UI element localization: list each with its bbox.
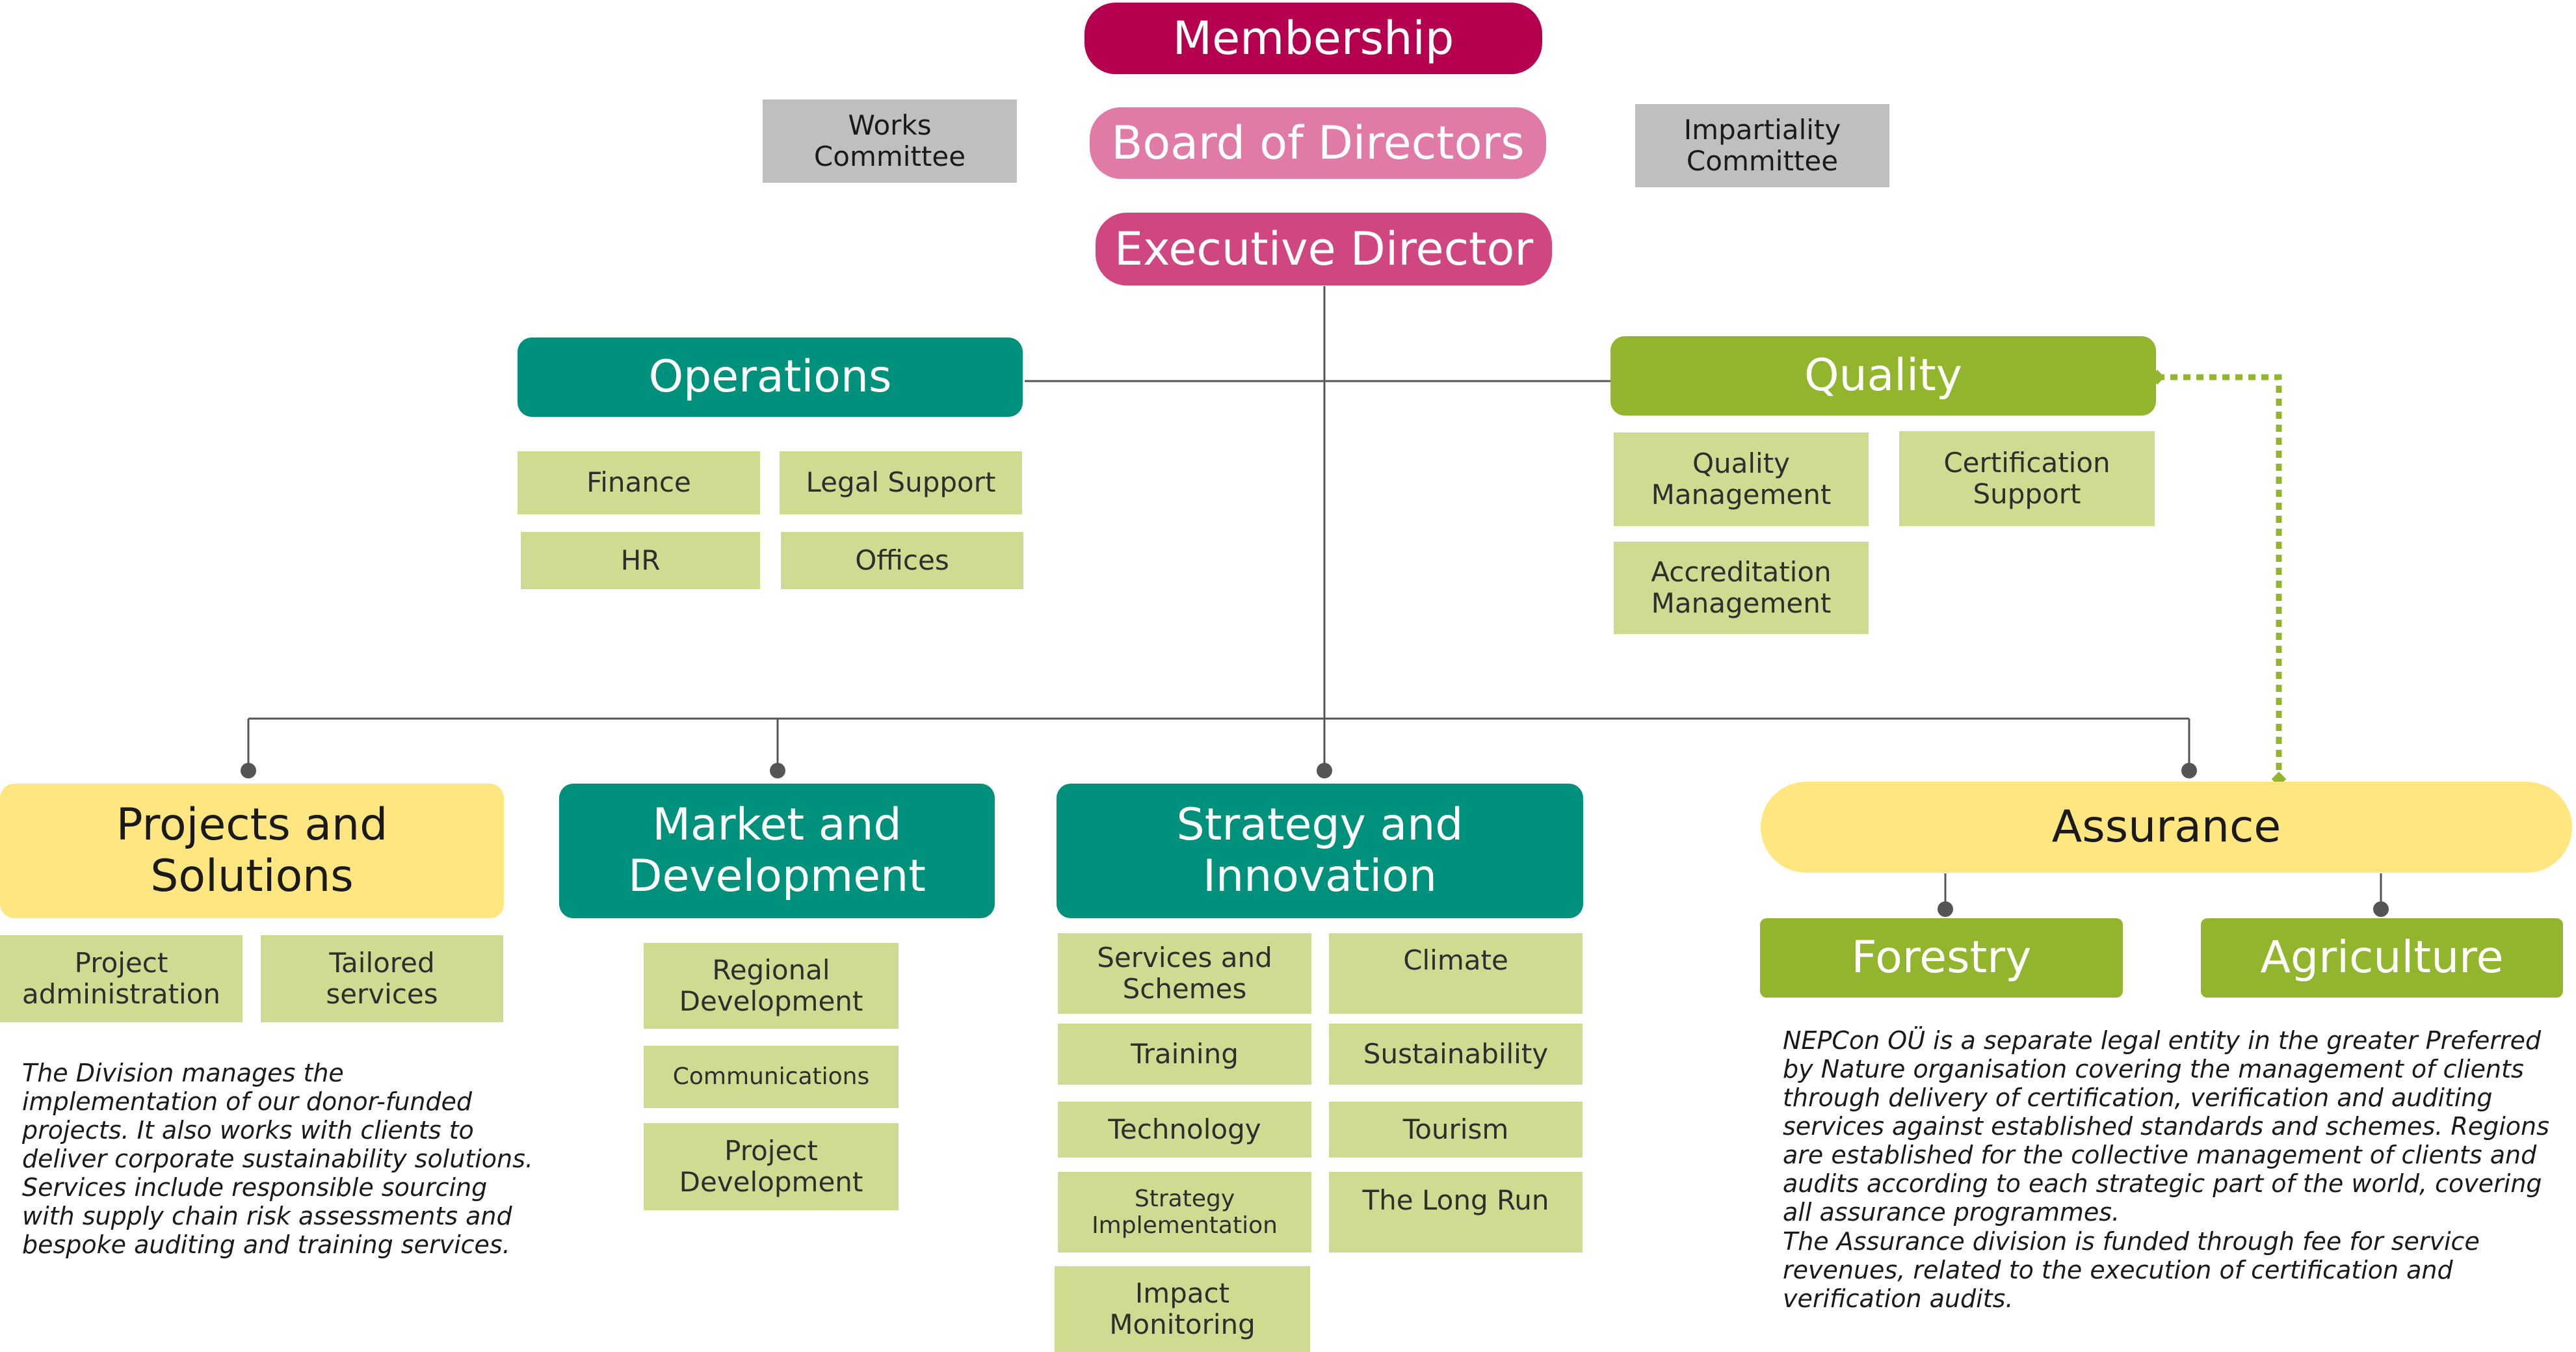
strategy-innovation-header: Strategy and Innovation bbox=[1057, 784, 1583, 918]
assurance-note: NEPCon OÜ is a separate legal entity in … bbox=[1783, 1026, 2569, 1313]
operations-item-hr: HR bbox=[521, 532, 760, 589]
quality-header: Quality bbox=[1610, 336, 2156, 416]
strategy-item-training: Training bbox=[1058, 1024, 1311, 1085]
operations-item-offices: Offices bbox=[781, 532, 1023, 589]
projects-item-project-administration: Project administration bbox=[0, 935, 243, 1022]
quality-item-quality-management: Quality Management bbox=[1614, 432, 1869, 526]
projects-division-note: The Division manages the implementation … bbox=[22, 1059, 536, 1260]
market-development-header: Market and Development bbox=[559, 784, 995, 918]
strategy-item-technology: Technology bbox=[1058, 1102, 1311, 1158]
works-committee-box: Works Committee bbox=[763, 99, 1017, 183]
executive-director-box: Executive Director bbox=[1096, 213, 1552, 285]
strategy-item-strategy-implementation: Strategy Implementation bbox=[1058, 1172, 1311, 1253]
impartiality-committee-box: Impartiality Committee bbox=[1635, 104, 1889, 187]
quality-item-accreditation-management: Accreditation Management bbox=[1614, 542, 1869, 634]
strategy-item-climate: Climate bbox=[1329, 933, 1583, 1014]
quality-item-certification-support: Certification Support bbox=[1899, 431, 2155, 526]
agriculture-box: Agriculture bbox=[2201, 918, 2563, 998]
assurance-note-text: is a separate legal entity in the greate… bbox=[1783, 1026, 2549, 1227]
projects-item-tailored-services: Tailored services bbox=[261, 935, 503, 1022]
membership-box: Membership bbox=[1084, 3, 1542, 74]
board-of-directors-box: Board of Directors bbox=[1090, 107, 1546, 179]
market-item-project-development: Project Development bbox=[644, 1123, 899, 1210]
projects-note-lead: The Division bbox=[22, 1059, 174, 1087]
assurance-note-text-2: The Assurance division is funded through… bbox=[1783, 1226, 2480, 1313]
operations-item-legal-support: Legal Support bbox=[780, 451, 1022, 514]
forestry-box: Forestry bbox=[1760, 918, 2123, 998]
strategy-item-services-and-schemes: Services and Schemes bbox=[1058, 933, 1311, 1014]
market-item-communications: Communications bbox=[644, 1046, 899, 1108]
strategy-item-tourism: Tourism bbox=[1329, 1102, 1583, 1158]
projects-solutions-header: Projects and Solutions bbox=[0, 784, 504, 918]
strategy-item-the-long-run: The Long Run bbox=[1329, 1172, 1583, 1253]
strategy-item-impact-monitoring: Impact Monitoring bbox=[1055, 1266, 1310, 1352]
assurance-note-lead: NEPCon OÜ bbox=[1783, 1026, 1926, 1055]
strategy-item-sustainability: Sustainability bbox=[1329, 1024, 1583, 1085]
operations-header: Operations bbox=[518, 338, 1023, 417]
projects-note-text: manages the implementation of our donor-… bbox=[22, 1059, 533, 1260]
market-item-regional-development: Regional Development bbox=[644, 943, 899, 1029]
operations-item-finance: Finance bbox=[518, 451, 760, 514]
assurance-header: Assurance bbox=[1761, 782, 2572, 873]
